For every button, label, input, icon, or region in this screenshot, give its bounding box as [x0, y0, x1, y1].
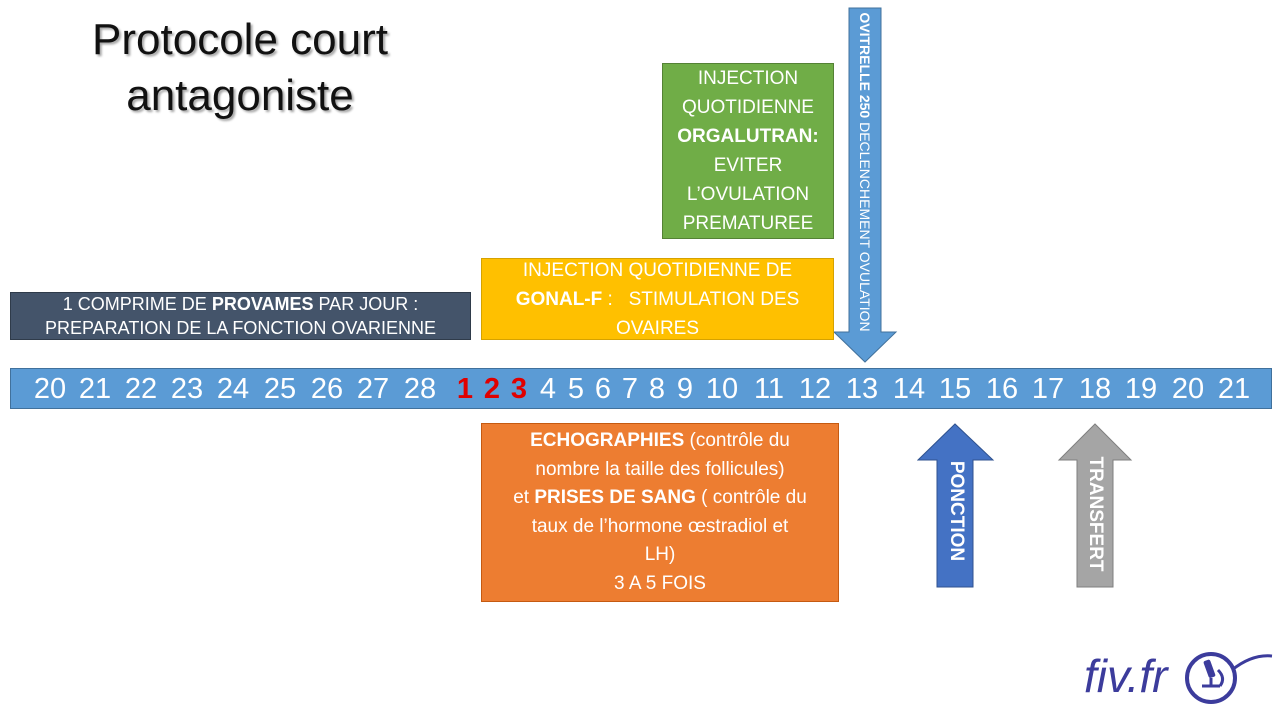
echo-post-1: (contrôle du	[684, 430, 790, 451]
orgalutran-line-1: INJECTION	[697, 68, 799, 89]
timeline-day: 23	[170, 373, 204, 405]
gonal-bold: GONAL-F	[515, 288, 603, 310]
provames-pre: 1 COMPRIME DE	[62, 294, 212, 314]
page-title: Protocole court antagoniste	[40, 12, 440, 124]
ovitrelle-label: OVITRELLE 250 DECLENCHEMENT OVULATION	[857, 12, 873, 332]
transfert-arrow-shape	[1057, 423, 1133, 588]
echo-line-2: nombre la taille des follicules)	[535, 458, 785, 480]
timeline-day: 24	[216, 373, 250, 405]
title-line-1: Protocole court	[92, 15, 388, 64]
gonal-line-2: GONAL-F : STIMULATION DES	[516, 285, 800, 314]
echo-bold-3: PRISES DE SANG	[534, 487, 696, 508]
echo-bold-1: ECHOGRAPHIES	[530, 430, 685, 451]
echo-line-3: et PRISES DE SANG ( contrôle du	[513, 484, 807, 513]
logo-text: fiv.fr	[1084, 650, 1168, 702]
timeline-day: 28	[403, 373, 437, 405]
ovitrelle-bold: OVITRELLE 250	[857, 12, 873, 119]
provames-box: 1 COMPRIME DE PROVAMES PAR JOUR : PREPAR…	[10, 292, 471, 340]
orgalutran-line-3: ORGALUTRAN:	[677, 122, 818, 151]
title-line-2: antagoniste	[126, 71, 354, 120]
provames-post: PAR JOUR :	[313, 294, 419, 314]
orgalutran-colon: :	[812, 126, 819, 147]
ponction-arrow-shape	[917, 423, 995, 588]
timeline-day: 19	[1124, 373, 1158, 405]
timeline-day: 27	[356, 373, 390, 405]
timeline-bar	[10, 368, 1272, 409]
ponction-arrow	[917, 423, 995, 588]
orgalutran-line-5: L’OVULATION	[686, 184, 810, 205]
timeline-day: 9	[676, 373, 694, 405]
timeline-day: 13	[845, 373, 879, 405]
timeline-day: 20	[1171, 373, 1205, 405]
echo-post-3: ( contrôle du	[695, 487, 807, 508]
ponction-label: PONCTION	[946, 460, 967, 562]
echo-box: ECHOGRAPHIES (contrôle du nombre la tail…	[481, 423, 839, 602]
gonal-post: : STIMULATION DES	[602, 288, 800, 310]
timeline-day: 1	[456, 373, 474, 405]
timeline-day: 21	[78, 373, 112, 405]
timeline-day: 25	[263, 373, 297, 405]
timeline-day: 10	[705, 373, 739, 405]
orgalutran-box: INJECTION QUOTIDIENNE ORGALUTRAN: EVITER…	[662, 63, 834, 239]
provames-line-1: 1 COMPRIME DE PROVAMES PAR JOUR :	[63, 292, 418, 316]
timeline-day: 26	[310, 373, 344, 405]
timeline-day: 5	[567, 373, 585, 405]
timeline-day: 3	[510, 373, 528, 405]
echo-line-6: 3 A 5 FOIS	[614, 572, 706, 594]
timeline-day: 20	[33, 373, 67, 405]
timeline-day: 18	[1078, 373, 1112, 405]
timeline-day: 6	[594, 373, 612, 405]
orgalutran-line-2: QUOTIDIENNE	[682, 97, 814, 118]
ovitrelle-rest: DECLENCHEMENT OVULATION	[857, 118, 873, 332]
orgalutran-line-4: EVITER	[713, 155, 783, 176]
ovitrelle-arrow	[834, 7, 898, 363]
echo-line-5: LH)	[644, 544, 676, 565]
ovitrelle-arrow-shape	[834, 7, 898, 363]
timeline-day: 7	[621, 373, 639, 405]
orgalutran-line-6: PREMATUREE	[682, 213, 814, 234]
timeline-day: 21	[1217, 373, 1251, 405]
echo-line-1: ECHOGRAPHIES (contrôle du	[530, 427, 790, 456]
orgalutran-bold: ORGALUTRAN	[677, 126, 813, 147]
timeline-day: 8	[648, 373, 666, 405]
microscope-logo-icon	[1185, 652, 1273, 704]
provames-line-2: PREPARATION DE LA FONCTION OVARIENNE	[44, 318, 437, 338]
gonal-line-3: OVAIRES	[615, 317, 700, 339]
timeline-day: 16	[985, 373, 1019, 405]
provames-bold: PROVAMES	[211, 294, 314, 314]
timeline-day: 14	[892, 373, 926, 405]
transfert-arrow	[1057, 423, 1133, 588]
gonal-line-1: INJECTION QUOTIDIENNE DE	[522, 259, 793, 281]
echo-pre-3: et	[513, 487, 535, 508]
timeline-day: 4	[539, 373, 557, 405]
echo-line-4: taux de l’hormone œstradiol et	[531, 515, 789, 537]
gonal-box: INJECTION QUOTIDIENNE DE GONAL-F : STIMU…	[481, 258, 834, 340]
timeline-day: 15	[938, 373, 972, 405]
timeline-day: 11	[753, 373, 785, 405]
timeline-day: 17	[1031, 373, 1065, 405]
timeline-day: 2	[483, 373, 501, 405]
timeline-day: 22	[124, 373, 158, 405]
transfert-label: TRANSFERT	[1085, 456, 1106, 572]
timeline-day: 12	[798, 373, 832, 405]
